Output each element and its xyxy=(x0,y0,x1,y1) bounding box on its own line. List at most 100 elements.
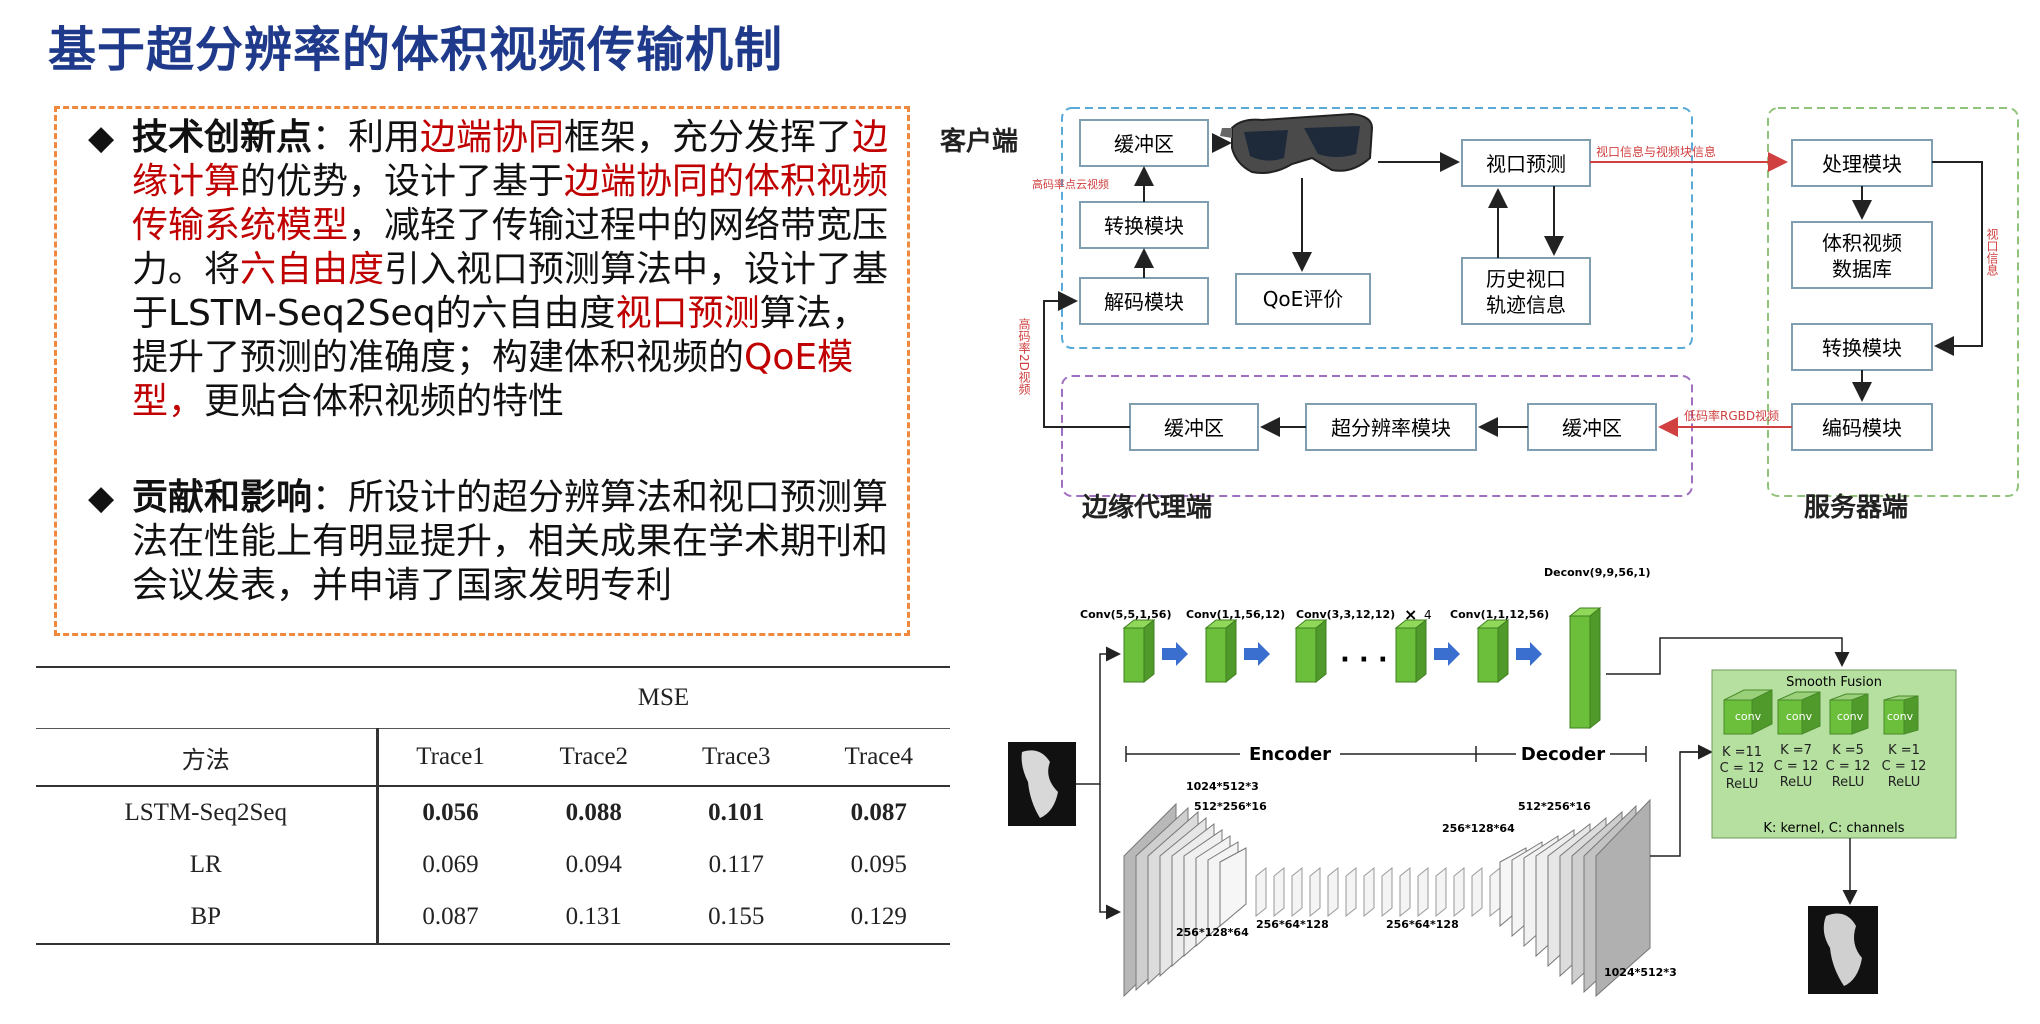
dim-d3: 256*64*128 xyxy=(1256,918,1329,931)
highlight-text: 边缘计算 xyxy=(132,117,889,202)
column-header-trace3: Trace3 xyxy=(665,728,808,787)
cell-value: 0.069 xyxy=(422,851,479,878)
dim-out: 1024*512*3 xyxy=(1604,966,1677,979)
server-region xyxy=(1767,107,2019,497)
fusion-conv-label: conv xyxy=(1887,710,1914,723)
client-buffer-text: 缓冲区 xyxy=(1114,132,1174,156)
deconv-label: Deconv(9,9,56,1) xyxy=(1544,566,1651,579)
server-convert-text: 转换模块 xyxy=(1822,336,1902,360)
ellipsis: · · · xyxy=(1340,645,1388,675)
body-text: 的优势，设计了基于 xyxy=(240,161,565,202)
body-text: 框架，充分发挥了 xyxy=(564,117,853,158)
cell-value: 0.094 xyxy=(565,851,622,878)
fusion-param-k: K =7 xyxy=(1780,743,1812,758)
blue-arrows xyxy=(1162,642,1542,666)
deconv-block xyxy=(1568,606,1602,730)
unet-encoder-blocks xyxy=(1123,802,1247,998)
viewport-predict-text: 视口预测 xyxy=(1486,152,1566,176)
highlight-text: 视口预测 xyxy=(615,293,760,334)
page-title: 基于超分辨率的体积视频传输机制 xyxy=(48,22,784,78)
fusion-title: Smooth Fusion xyxy=(1786,675,1882,690)
unet-bottleneck-blocks xyxy=(1255,866,1501,918)
encoder-label: Encoder xyxy=(1249,744,1331,765)
fusion-param-act: ReLU xyxy=(1780,775,1813,790)
edge-buffer-left-text: 缓冲区 xyxy=(1164,416,1224,440)
high-pc-label: 高码率点云视频 xyxy=(1032,177,1109,191)
row-method: LR xyxy=(36,839,379,891)
fusion-param-act: ReLU xyxy=(1832,775,1865,790)
cell-value: 0.088 xyxy=(565,799,622,826)
encode-box xyxy=(1791,403,1933,451)
conv-block-4 xyxy=(1394,618,1428,684)
fusion-param-k: K =5 xyxy=(1832,743,1864,758)
fusion-conv-label: conv xyxy=(1837,710,1864,723)
unet-decoder-blocks xyxy=(1499,798,1651,998)
server-label: 服务器端 xyxy=(1804,493,1908,523)
fusion-note: K: kernel, C: channels xyxy=(1763,821,1904,836)
cell-value: 0.117 xyxy=(708,851,764,878)
conv-block-3 xyxy=(1294,618,1328,684)
fusion-param-act: ReLU xyxy=(1726,777,1759,792)
dim-d4: 256*64*128 xyxy=(1386,918,1459,931)
column-header-method: 方法 xyxy=(36,728,379,787)
view-info-label: 视口信息与视频块信息 xyxy=(1596,144,1716,159)
dim-d5: 256*128*64 xyxy=(1442,822,1515,835)
cell-value: 0.087 xyxy=(850,799,907,826)
mse-table: MSE 方法 Trace1 Trace2 Trace3 Trace4 LSTM-… xyxy=(36,666,950,945)
highlight-text: QoE模型， xyxy=(132,337,854,422)
client-buffer-box xyxy=(1079,119,1209,167)
table-row: LSTM-Seq2Seq 0.056 0.088 0.101 0.087 xyxy=(36,786,950,839)
edge-buffer-right-text: 缓冲区 xyxy=(1562,416,1622,440)
cell-value: 0.155 xyxy=(665,891,808,945)
conv1-label: Conv(5,5,1,56) xyxy=(1080,608,1172,621)
database-box xyxy=(1791,221,1933,289)
view-info-vertical-label: 视口信息 xyxy=(1985,227,1999,276)
table-group-header: MSE xyxy=(377,666,950,729)
cell-value: 0.095 xyxy=(850,851,907,878)
column-header-trace1: Trace1 xyxy=(377,728,523,787)
edge-region xyxy=(1061,375,1693,497)
fusion-param-act: ReLU xyxy=(1888,775,1921,790)
table-row: BP 0.087 0.131 0.155 0.129 xyxy=(36,891,950,945)
body-text: 更贴合体积视频的特性 xyxy=(204,381,565,422)
repeat-count: 4 xyxy=(1424,608,1432,622)
table-row: LR 0.069 0.094 0.117 0.095 xyxy=(36,839,950,891)
edge-buffer-left-box xyxy=(1129,403,1259,451)
encode-text: 编码模块 xyxy=(1822,416,1902,440)
fusion-conv-blocks xyxy=(1723,689,1919,735)
bullet-heading: 贡献和影响 xyxy=(132,477,313,518)
dim-d6: 512*256*16 xyxy=(1518,800,1591,813)
conv-block-1 xyxy=(1122,618,1156,684)
history-text-line1: 历史视口 xyxy=(1486,267,1566,291)
row-method: LSTM-Seq2Seq xyxy=(36,786,379,839)
input-image-shape xyxy=(1021,750,1058,818)
highlight-text: 边端协同 xyxy=(420,117,565,158)
cell-value: 0.101 xyxy=(708,799,765,826)
client-label: 客户端 xyxy=(940,126,1018,157)
fusion-conv-label: conv xyxy=(1786,710,1813,723)
edge-buffer-right-box xyxy=(1527,403,1657,451)
highlight-text: 边端协同的体积视频传输系统模型 xyxy=(132,161,889,246)
conv-block-2 xyxy=(1204,618,1238,684)
qoe-box xyxy=(1235,273,1371,325)
dim-d1: 512*256*16 xyxy=(1194,800,1267,813)
output-image-shape xyxy=(1823,913,1862,986)
highlight-text: 六自由度 xyxy=(240,249,385,290)
qoe-text: QoE评价 xyxy=(1263,287,1344,311)
impact-paragraph: 贡献和影响：所设计的超分辨算法和视口预测算法在性能上有明显提升，相关成果在学术期… xyxy=(132,476,892,608)
fusion-param-c: C = 12 xyxy=(1826,759,1871,774)
body-text: ：利用 xyxy=(312,117,421,158)
conv4-label: Conv(1,1,12,56) xyxy=(1450,608,1549,621)
history-box xyxy=(1461,257,1591,325)
fusion-conv-label: conv xyxy=(1735,710,1762,723)
fusion-param-k: K =1 xyxy=(1888,743,1920,758)
dim-in-top: 1024*512*3 xyxy=(1186,780,1259,793)
low-rgbd-label: 低码率RGBD视频 xyxy=(1684,408,1779,423)
cell-value: 0.131 xyxy=(522,891,666,945)
cell-value: 0.129 xyxy=(807,891,950,945)
edge-label: 边缘代理端 xyxy=(1082,493,1212,523)
convert-box xyxy=(1079,201,1209,249)
column-header-trace4: Trace4 xyxy=(807,728,950,787)
innovation-paragraph: 技术创新点：利用边端协同框架，充分发挥了边缘计算的优势，设计了基于边端协同的体积… xyxy=(132,116,892,424)
system-architecture-diagram: 客户端 边缘代理端 服务器端 缓冲区 转换模块 解码模块 高码率点云视频 QoE… xyxy=(940,107,2019,523)
